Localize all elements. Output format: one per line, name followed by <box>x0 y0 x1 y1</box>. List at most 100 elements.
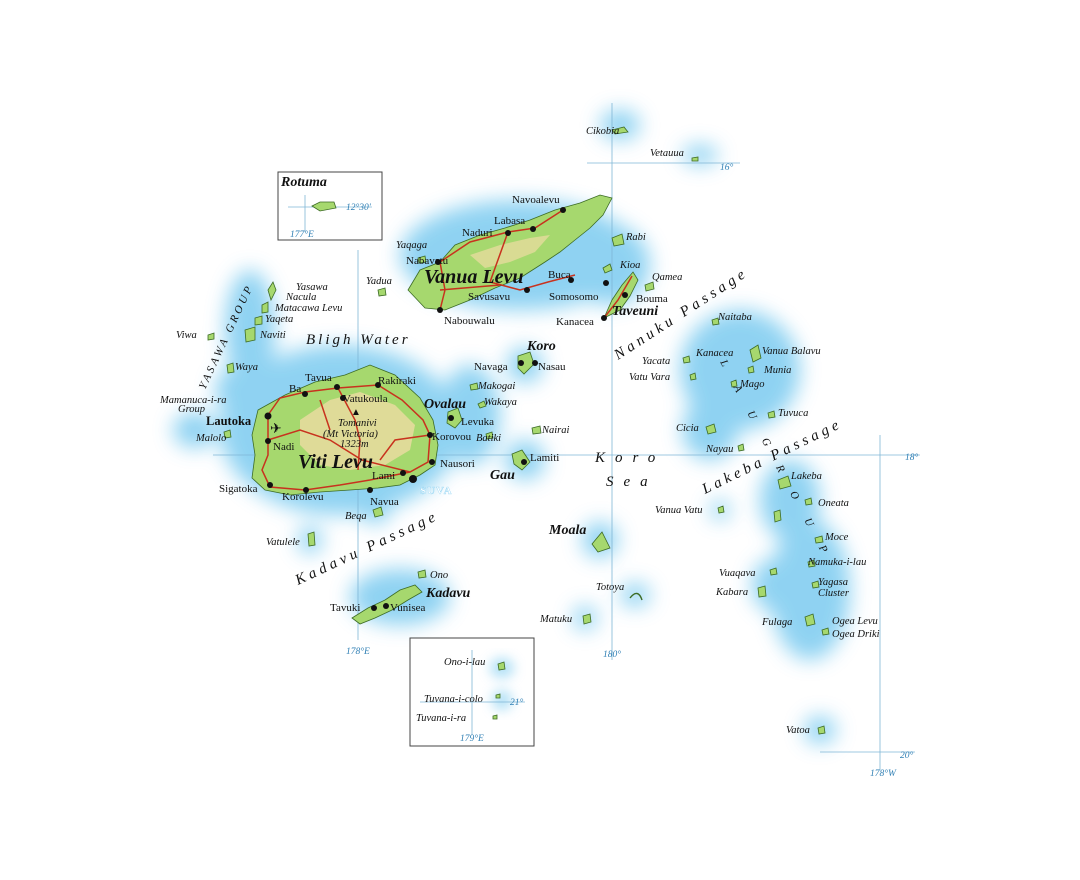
ba-label: Ba <box>289 383 301 395</box>
koro-label: Koro <box>526 339 556 354</box>
moce-label: Moce <box>824 532 849 543</box>
qamea-label: Qamea <box>652 272 682 283</box>
lat-20-label: 20° <box>900 750 914 761</box>
somosomo-label: Somosomo <box>549 291 599 303</box>
namuka-label: Namuka-i-lau <box>807 557 866 568</box>
peak-elevation: 1323m <box>340 439 369 450</box>
munia-label: Munia <box>763 365 791 376</box>
yacata-label: Yacata <box>642 356 670 367</box>
rabi-island <box>611 233 625 247</box>
rotuma-lon: 177°E <box>290 229 314 240</box>
wakaya-label: Wakaya <box>484 397 517 408</box>
cicia-label: Cicia <box>676 423 699 434</box>
airport-icon: ✈ <box>270 422 282 437</box>
naduri-label: Naduri <box>462 227 493 239</box>
vatulele-label: Vatulele <box>266 537 300 548</box>
kanacea-east-label: Kanacea <box>695 348 733 359</box>
yaqaga-island <box>417 255 427 264</box>
vanua-levu-label: Vanua Levu <box>424 266 523 288</box>
beqa-label: Beqa <box>345 511 367 522</box>
nabouwalu-label: Nabouwalu <box>444 315 495 327</box>
gau-label: Gau <box>490 468 515 483</box>
nabavatu-label: Nabavatu <box>406 255 449 267</box>
matacawa-levu-label: Matacawa Levu <box>274 303 342 314</box>
tavuki-label: Tavuki <box>330 602 360 614</box>
peak-name-1: Tomanivi <box>338 418 377 429</box>
matuku-label: Matuku <box>539 614 572 625</box>
yasawa-label: Yasawa <box>296 282 328 293</box>
ono-label: Ono <box>430 570 448 581</box>
vetauua-label: Vetauua <box>650 148 684 159</box>
taveuni-road <box>603 275 633 319</box>
malolo-label: Malolo <box>195 433 226 444</box>
nasau-label: Nasau <box>538 361 566 373</box>
vatu-vara-label: Vatu Vara <box>629 372 670 383</box>
yagasa-label-2: Cluster <box>818 588 850 599</box>
tavua-label: Tavua <box>305 372 332 384</box>
rotuma-title: Rotuma <box>280 175 327 190</box>
korovou-label: Korovou <box>432 431 472 443</box>
mamanuca-label-2: Group <box>178 404 205 415</box>
ogea-levu-label: Ogea Levu <box>832 616 878 627</box>
suva-label: SUVA <box>420 485 453 497</box>
qamea-island <box>644 281 655 292</box>
lami-label: Lami <box>372 470 395 482</box>
vatoa-label: Vatoa <box>786 725 810 736</box>
nadi-label: Nadi <box>273 441 294 453</box>
lon-178e-label: 178°E <box>346 646 370 657</box>
bligh-water-label: Bligh Water <box>306 332 411 348</box>
koro-island <box>517 351 535 375</box>
savusavu-label: Savusavu <box>468 291 511 303</box>
lau-islands <box>682 317 830 735</box>
kioa-label: Kioa <box>619 260 640 271</box>
nairai-label: Nairai <box>541 425 570 436</box>
peak-name-2: (Mt Victoria) <box>323 429 378 440</box>
vanua-vatu-label: Vanua Vatu <box>655 505 703 516</box>
gau-island <box>511 449 531 471</box>
taveuni-label: Taveuni <box>612 304 658 319</box>
yasawa-islands <box>207 281 277 439</box>
ono-island <box>417 569 427 579</box>
vanua-balavu-label: Vanua Balavu <box>762 346 821 357</box>
levuka-label: Levuka <box>461 416 494 428</box>
yaqeta-label: Yaqeta <box>265 314 293 325</box>
tuvana-i-colo-label: Tuvana-i-colo <box>424 694 483 705</box>
buca-label: Buca <box>548 269 571 281</box>
fulaga-label: Fulaga <box>761 617 792 628</box>
naviti-label: Naviti <box>259 330 286 341</box>
ogea-driki-label: Ogea Driki <box>832 629 880 640</box>
navaga-label: Navaga <box>474 361 508 373</box>
nayau-label: Nayau <box>705 444 733 455</box>
kioa-island <box>602 263 613 274</box>
navoalevu-label: Navoalevu <box>512 194 560 206</box>
lon-178w-label: 178°W <box>870 768 897 779</box>
waya-label: Waya <box>235 362 258 373</box>
ono-i-lau-label: Ono-i-lau <box>444 657 485 668</box>
lautoka-label: Lautoka <box>206 414 252 428</box>
kanacea-label: Kanacea <box>556 316 594 328</box>
lon-180-label: 180° <box>603 649 621 660</box>
nausori-label: Nausori <box>440 458 475 470</box>
rotuma-inset: Rotuma 12°30' 177°E <box>277 171 383 241</box>
yaqaga-label: Yaqaga <box>396 240 427 251</box>
vatukoula-label: Vatukoula <box>343 393 388 405</box>
totoya-island <box>629 592 643 601</box>
vatulele-island <box>307 531 316 547</box>
ovalau-label: Ovalau <box>424 397 466 412</box>
labasa-label: Labasa <box>494 215 525 227</box>
bouma-label: Bouma <box>636 293 668 305</box>
lakeba-label: Lakeba <box>790 471 822 482</box>
beqa-island <box>372 506 384 518</box>
viti-levu-label: Viti Levu <box>298 451 373 473</box>
navua-label: Navua <box>370 496 399 508</box>
makogai-island <box>469 382 479 391</box>
lat-18-label: 18° <box>905 452 919 463</box>
wakaya-island <box>477 400 487 409</box>
moala-island <box>591 531 611 553</box>
totoya-label: Totoya <box>596 582 624 593</box>
cikobia-label: Cikobia <box>586 126 619 137</box>
matuku-island <box>582 613 592 625</box>
south-inset-lat: 21° <box>510 697 524 708</box>
vunisea-label: Vunisea <box>390 602 426 614</box>
